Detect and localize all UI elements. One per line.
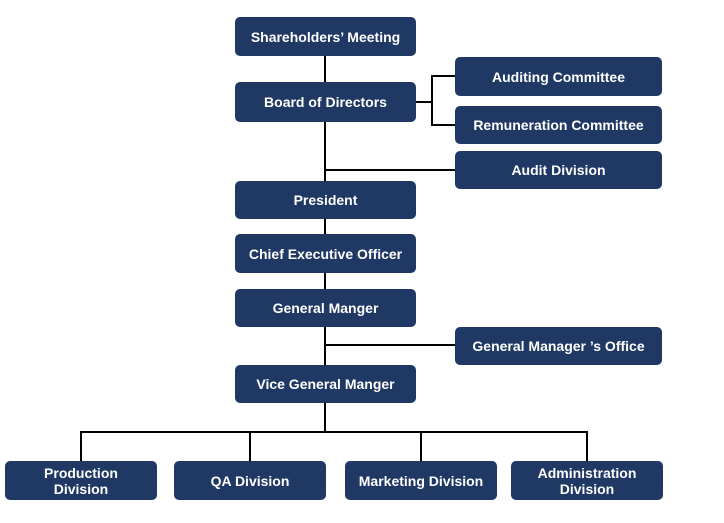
node-shareholders-meeting: Shareholders’ Meeting <box>235 17 416 56</box>
node-auditing-committee: Auditing Committee <box>455 57 662 96</box>
node-general-managers-office: General Manager ’s Office <box>455 327 662 365</box>
node-general-manager: General Manger <box>235 289 416 327</box>
node-production-division: Production Division <box>5 461 157 500</box>
node-marketing-division: Marketing Division <box>345 461 497 500</box>
node-qa-division: QA Division <box>174 461 326 500</box>
node-chief-executive-officer: Chief Executive Officer <box>235 234 416 273</box>
node-president: President <box>235 181 416 219</box>
node-administration-division: Administration Division <box>511 461 663 500</box>
node-board-of-directors: Board of Directors <box>235 82 416 122</box>
node-vice-general-manager: Vice General Manger <box>235 365 416 403</box>
node-audit-division: Audit Division <box>455 151 662 189</box>
node-remuneration-committee: Remuneration Committee <box>455 106 662 144</box>
